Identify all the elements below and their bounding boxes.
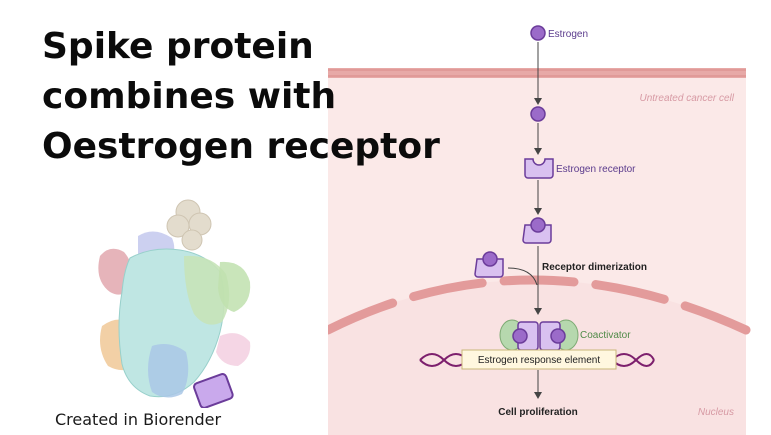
spike-domain-lilac <box>216 333 251 366</box>
cell-label: Untreated cancer cell <box>640 93 735 104</box>
receptor-icon <box>193 373 234 408</box>
proliferation-label: Cell proliferation <box>498 407 577 418</box>
caption: Created in Biorender <box>55 410 222 429</box>
nucleus-label: Nucleus <box>698 407 734 418</box>
title-line-3: Oestrogen receptor <box>42 126 440 167</box>
bound-receptor-icon <box>522 217 552 244</box>
receptor-label: Estrogen receptor <box>556 164 636 175</box>
spike-domain-green-right <box>218 261 251 312</box>
page-title: Spike protein combines with Oestrogen re… <box>42 22 440 172</box>
title-line-1: Spike protein <box>42 26 314 67</box>
cell-membrane <box>328 68 746 78</box>
spike-protein-illustration <box>98 199 251 408</box>
spike-stalk <box>148 344 189 398</box>
dimerization-label: Receptor dimerization <box>542 262 647 273</box>
coactivator-label: Coactivator <box>580 330 631 341</box>
nuclear-envelope <box>328 275 751 335</box>
estrogen-label: Estrogen <box>548 29 588 40</box>
second-receptor-icon <box>474 251 504 278</box>
title-line-2: combines with <box>42 76 337 117</box>
estrogen-inside-icon <box>530 106 546 122</box>
estrogen-icon <box>530 25 546 41</box>
spike-domain-green <box>184 255 230 325</box>
rbd-head <box>166 199 212 251</box>
estrogen-receptor-icon <box>524 158 554 179</box>
response-element-label: Estrogen response element <box>478 355 601 366</box>
estrogen-pathway-diagram: Estrogen Untreated cancer cell Estrogen … <box>328 25 751 435</box>
response-element-box <box>461 349 617 370</box>
